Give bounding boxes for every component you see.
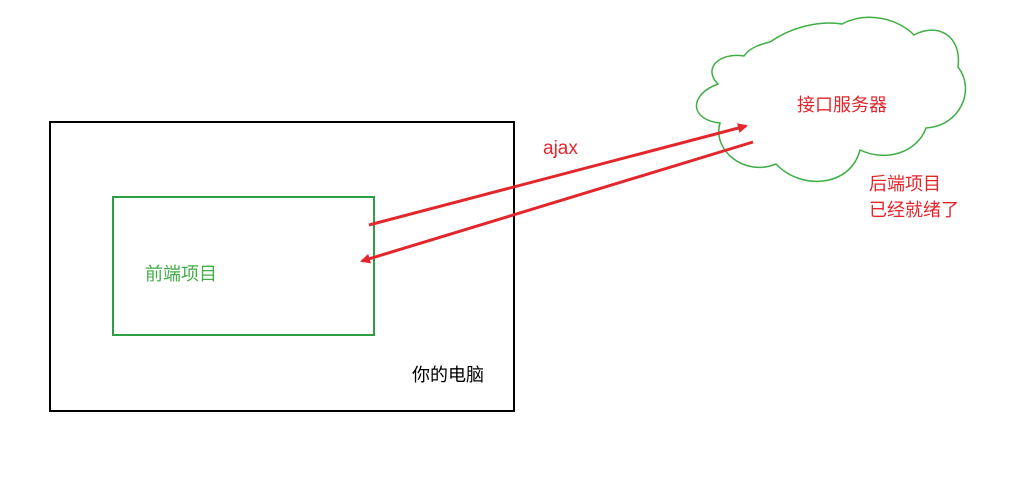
request-arrow (368, 123, 748, 227)
response-arrow (360, 140, 754, 264)
server-label: 接口服务器 (797, 95, 887, 116)
backend-note: 后端项目 已经就绪了 (869, 172, 959, 224)
frontend-project-label: 前端项目 (145, 264, 217, 285)
computer-box (49, 121, 515, 412)
frontend-project-box (112, 196, 375, 336)
computer-label: 你的电脑 (412, 365, 484, 386)
backend-note-line-2: 已经就绪了 (869, 200, 959, 221)
server-cloud (695, 16, 967, 183)
backend-note-line-1: 后端项目 (869, 174, 941, 195)
ajax-label: ajax (543, 138, 578, 159)
